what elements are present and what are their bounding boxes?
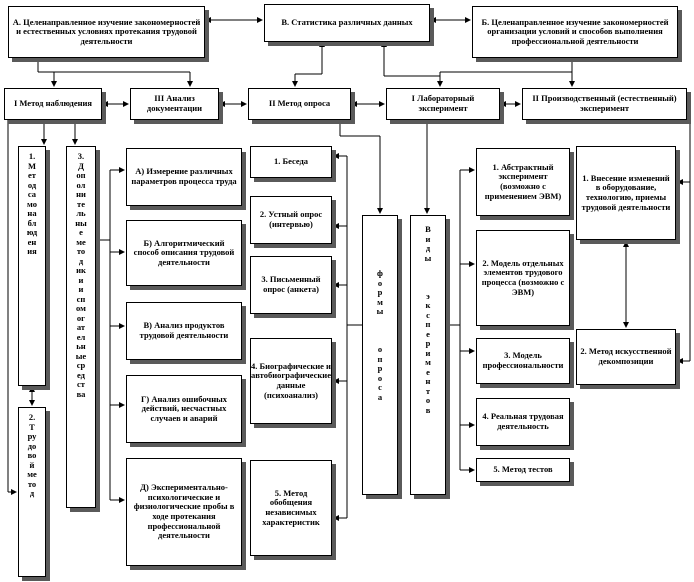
error-analysis-box: Г) Анализ ошибочных действий, несчастных…: [126, 375, 242, 443]
model-elements-label: 2. Модель отдельных элементов трудового …: [481, 257, 565, 297]
abstract-exp-label: 1. Абстрактный эксперимент (возможно с п…: [484, 161, 562, 201]
changes-label: 1. Внесение изменений в оборудование, те…: [581, 172, 671, 212]
oral-survey-box: 2. Устный опрос (интервью): [250, 196, 332, 244]
survey-method-box: II Метод опроса: [248, 88, 351, 120]
statistics-box: В. Статистика различных данных: [264, 4, 430, 42]
self-observation-box: 1. М ет од са мо на бл юд ен ия: [18, 146, 46, 386]
experiment-types-label: В и д ы э к с п е р и м е н т о в: [424, 224, 432, 415]
biographic-label: 4. Биографические и автобиографические д…: [251, 360, 331, 400]
statistics-label: В. Статистика различных данных: [281, 17, 413, 28]
conversation-label: 1. Беседа: [273, 156, 309, 167]
field-experiment-box: II Производственный (естественный) экспе…: [522, 88, 687, 120]
measure-params-box: А) Измерение различных параметров процес…: [126, 148, 242, 206]
measure-params-label: А) Измерение различных параметров процес…: [131, 166, 237, 186]
real-activity-box: 4. Реальная трудовая деятельность: [476, 398, 570, 446]
self-observation-label: 1. М ет од са мо на бл юд ен ия: [26, 151, 38, 257]
model-prof-label: 3. Модель профессиональности: [482, 350, 564, 370]
study-b-box: Б. Целенаправленное изучение закономерно…: [472, 6, 678, 58]
written-survey-label: 3. Письменный опрос (анкета): [261, 274, 321, 294]
lab-experiment-box: I Лабораторный эксперимент: [386, 88, 500, 120]
model-prof-box: 3. Модель профессиональности: [476, 338, 570, 384]
error-analysis-label: Г) Анализ ошибочных действий, несчастных…: [140, 393, 227, 423]
exp-psych-label: Д) Экспериментально-психологические и фи…: [133, 482, 235, 541]
model-elements-box: 2. Модель отдельных элементов трудового …: [476, 230, 570, 326]
product-analysis-label: В) Анализ продуктов трудовой деятельност…: [139, 320, 229, 340]
labor-method-label: 2. Т ру до во й ме то д: [27, 412, 37, 499]
survey-method-label: II Метод опроса: [268, 98, 331, 109]
study-b-label: Б. Целенаправленное изучение закономерно…: [481, 16, 669, 46]
survey-forms-label: ф о р м ы о п р о с а: [376, 268, 384, 402]
product-analysis-box: В) Анализ продуктов трудовой деятельност…: [126, 302, 242, 360]
artificial-decomp-label: 2. Метод искусственной декомпозиции: [580, 346, 672, 366]
analysis-docs-label: III Анализ документации: [146, 93, 203, 113]
labor-method-box: 2. Т ру до во й ме то д: [18, 407, 46, 577]
analysis-docs-box: III Анализ документации: [130, 88, 219, 120]
written-survey-box: 3. Письменный опрос (анкета): [250, 256, 332, 314]
abstract-exp-box: 1. Абстрактный эксперимент (возможно с п…: [476, 148, 570, 216]
auxiliary-means-label: 3. Д оп ол ни те ль ны е ме то д ик и и …: [75, 151, 87, 399]
biographic-box: 4. Биографические и автобиографические д…: [250, 338, 332, 424]
oral-survey-label: 2. Устный опрос (интервью): [259, 209, 323, 229]
study-a-box: А. Целенаправленное изучение закономерно…: [8, 6, 205, 58]
generalization-label: 5. Метод обобщения независимых характери…: [262, 487, 320, 527]
experiment-types-box: В и д ы э к с п е р и м е н т о в: [410, 215, 446, 495]
algorithmic-label: Б) Алгоритмический способ описания трудо…: [133, 237, 235, 267]
changes-box: 1. Внесение изменений в оборудование, те…: [576, 146, 676, 240]
auxiliary-means-box: 3. Д оп ол ни те ль ны е ме то д ик и и …: [66, 146, 96, 508]
study-a-label: А. Целенаправленное изучение закономерно…: [12, 16, 201, 46]
exp-psych-box: Д) Экспериментально-психологические и фи…: [126, 458, 242, 566]
method-observation-label: I Метод наблюдения: [13, 98, 93, 109]
field-experiment-label: II Производственный (естественный) экспе…: [532, 93, 677, 113]
test-method-label: 5. Метод тестов: [493, 464, 553, 475]
conversation-box: 1. Беседа: [250, 146, 332, 178]
survey-forms-box: ф о р м ы о п р о с а: [362, 215, 398, 495]
test-method-box: 5. Метод тестов: [476, 458, 570, 482]
generalization-box: 5. Метод обобщения независимых характери…: [250, 460, 332, 556]
real-activity-label: 4. Реальная трудовая деятельность: [482, 411, 564, 431]
lab-experiment-label: I Лабораторный эксперимент: [411, 93, 475, 113]
method-observation-box: I Метод наблюдения: [4, 88, 102, 120]
algorithmic-box: Б) Алгоритмический способ описания трудо…: [126, 220, 242, 286]
artificial-decomp-box: 2. Метод искусственной декомпозиции: [576, 329, 676, 385]
